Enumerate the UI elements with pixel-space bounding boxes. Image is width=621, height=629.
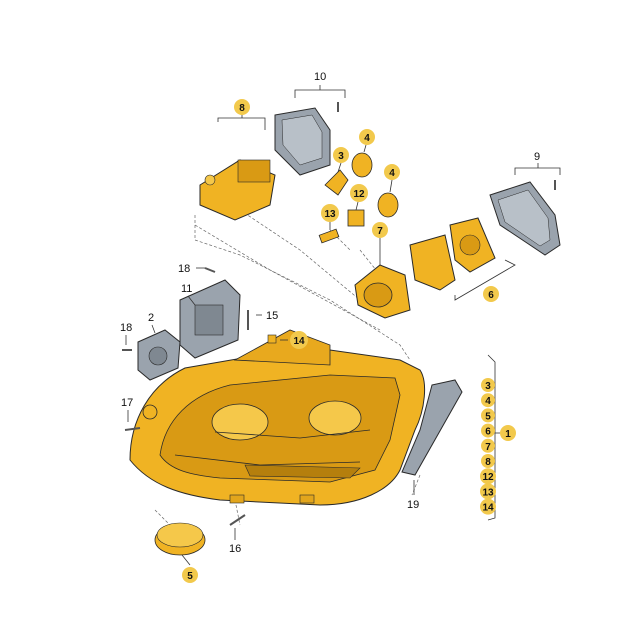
part-10-cover bbox=[274, 107, 331, 176]
part-7-projector bbox=[354, 264, 411, 319]
kit-badge-12 bbox=[480, 468, 496, 485]
svg-text:4: 4 bbox=[364, 133, 370, 144]
kit-label-3: 3 bbox=[485, 381, 491, 392]
kit-badge-13 bbox=[480, 483, 496, 500]
badge-5: 5 bbox=[182, 567, 198, 583]
label-18-top: 18 bbox=[178, 263, 190, 275]
kit-list: 3 4 5 6 7 8 12 13 14 bbox=[480, 378, 496, 515]
part-2-control-unit bbox=[137, 329, 181, 381]
badge-13: 13 bbox=[321, 204, 339, 222]
kit-badge-14 bbox=[480, 498, 496, 515]
svg-text:3: 3 bbox=[338, 151, 344, 162]
part-5-cap bbox=[154, 522, 206, 556]
kit-badge-5 bbox=[481, 408, 495, 423]
kit-badge-3 bbox=[481, 378, 495, 392]
badge-8: 8 bbox=[234, 99, 250, 115]
part-8-module bbox=[199, 159, 276, 221]
part-19-strip bbox=[401, 379, 463, 476]
badge-1: 1 bbox=[500, 425, 516, 441]
kit-badge-6 bbox=[481, 423, 495, 438]
label-2: 2 bbox=[148, 312, 154, 324]
kit-badge-8 bbox=[481, 454, 495, 468]
kit-label-6: 6 bbox=[485, 427, 491, 438]
label-17: 17 bbox=[121, 397, 133, 409]
svg-text:13: 13 bbox=[324, 209, 336, 220]
badge-7: 7 bbox=[372, 222, 388, 238]
bulb-parts bbox=[318, 152, 399, 244]
svg-text:8: 8 bbox=[239, 103, 245, 114]
badge-4-mid: 4 bbox=[384, 164, 400, 180]
label-16: 16 bbox=[229, 543, 241, 555]
badge-3: 3 bbox=[333, 147, 349, 163]
svg-text:5: 5 bbox=[187, 571, 193, 582]
label-19: 19 bbox=[407, 499, 419, 511]
label-15: 15 bbox=[266, 310, 278, 322]
kit-label-14: 14 bbox=[482, 503, 494, 514]
kit-label-8: 8 bbox=[485, 457, 491, 468]
label-11: 11 bbox=[181, 283, 192, 295]
svg-text:14: 14 bbox=[293, 336, 305, 347]
svg-text:12: 12 bbox=[353, 189, 365, 200]
headlight-housing bbox=[129, 329, 425, 506]
badge-12: 12 bbox=[350, 184, 368, 202]
kit-label-5: 5 bbox=[485, 411, 491, 422]
svg-text:1: 1 bbox=[505, 429, 511, 440]
label-18-left: 18 bbox=[120, 322, 132, 334]
kit-label-7: 7 bbox=[485, 442, 491, 453]
leader-lines bbox=[125, 85, 561, 566]
kit-badge-7 bbox=[481, 438, 495, 453]
badge-14: 14 bbox=[290, 331, 308, 349]
label-9: 9 bbox=[534, 151, 540, 163]
part-9-cover bbox=[489, 181, 561, 256]
kit-label-4: 4 bbox=[485, 396, 491, 407]
kit-badge-4 bbox=[481, 393, 495, 408]
part-11-control-unit bbox=[179, 279, 241, 359]
kit-label-13: 13 bbox=[482, 487, 494, 498]
badge-6: 6 bbox=[483, 286, 499, 302]
badge-4-top: 4 bbox=[359, 129, 375, 145]
label-10: 10 bbox=[314, 71, 326, 83]
svg-text:7: 7 bbox=[377, 226, 383, 237]
svg-text:4: 4 bbox=[389, 168, 395, 179]
screws bbox=[122, 102, 556, 526]
part-6-reflector bbox=[409, 217, 496, 291]
kit-label-12: 12 bbox=[482, 472, 494, 483]
svg-text:6: 6 bbox=[488, 290, 494, 301]
